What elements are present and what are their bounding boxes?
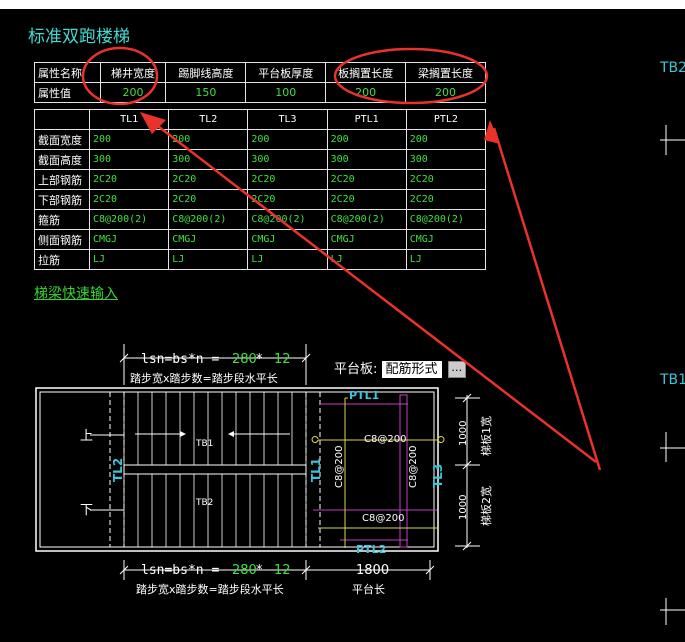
beam-cell[interactable]: LJ	[247, 249, 328, 270]
up-arrow-head	[180, 431, 186, 437]
beam-row-label: 拉筋	[34, 249, 90, 270]
arrow-head-tl1	[140, 112, 166, 134]
platform-length-label: 平台长	[352, 582, 385, 596]
beam-row-label: 截面宽度	[34, 129, 90, 150]
stair-well	[123, 464, 307, 475]
formula-bot-bs[interactable]: 280	[232, 563, 257, 578]
rebar-top-label: C8@200	[364, 434, 406, 445]
platform-label: 平台板:	[334, 362, 378, 377]
rebar-left-label: C8@200	[334, 446, 345, 488]
tl3-magenta	[399, 394, 408, 548]
quick-input-link[interactable]: 梯梁快速输入	[34, 286, 118, 302]
window-top-strip	[0, 0, 685, 9]
arrow-to-ptl2	[492, 127, 602, 471]
formula-top-bs[interactable]: 280	[232, 352, 257, 367]
side-label-tb2: TB2	[660, 60, 685, 76]
tl1-label: TL1	[309, 458, 323, 482]
formula-top-n[interactable]: 12	[274, 352, 291, 367]
formula-top-desc: 踏步宽x踏步数=踏步段水平长	[130, 371, 278, 385]
formula-top-mul: *	[256, 352, 263, 367]
tl3-label: TL3	[431, 464, 445, 488]
formula-bot-desc: 踏步宽x踏步数=踏步段水平长	[136, 582, 284, 596]
up-label: 上	[80, 429, 93, 444]
highlight-bearing-lengths	[333, 47, 489, 105]
bottom-dimension	[119, 560, 435, 580]
formula-bot-mul: *	[256, 563, 263, 578]
red-annotations	[81, 46, 602, 471]
dim-2[interactable]: 1000	[458, 495, 469, 520]
formula-top-prefix: lsn=bs*n =	[141, 352, 219, 367]
stair-outline	[35, 387, 439, 552]
prop-value-kick-height[interactable]: 150	[165, 82, 247, 103]
tb2-label: TB2	[195, 498, 213, 508]
arrow-head-ptl2	[484, 120, 500, 144]
highlight-well-width	[81, 46, 159, 106]
platform-length[interactable]: 1800	[356, 563, 389, 578]
top-dimension	[119, 344, 311, 385]
platform-combo-button[interactable]: …	[447, 361, 466, 378]
prop-header-kick-height: 踢脚线高度	[165, 62, 247, 83]
prop-header-well-width: 梯井宽度	[99, 62, 167, 83]
rebar-bottom-label: C8@200	[362, 513, 404, 524]
tb1-label: TB1	[195, 439, 213, 449]
down-label: 下	[80, 503, 93, 518]
formula-bot-n[interactable]: 12	[274, 563, 291, 578]
prop-value-beam-bearing[interactable]: 200	[405, 82, 486, 103]
prop-value-platform-thickness[interactable]: 100	[245, 82, 327, 103]
return-arrow-head	[228, 431, 234, 437]
tl2-label: TL2	[111, 458, 125, 482]
side-label-tb1: TB1	[660, 372, 685, 388]
formula-bot-prefix: lsn=bs*n =	[141, 563, 219, 578]
platform-combo-row: 平台板: 配筋形式 …	[334, 358, 466, 378]
stair-inner-outline	[39, 391, 435, 548]
beam-cell[interactable]: LJ	[405, 249, 487, 270]
platform-rebar-yellow	[311, 397, 445, 548]
rebar-right-label: C8@200	[408, 446, 419, 488]
ptl1-label: PTL1	[349, 389, 379, 402]
right-cad-marks	[660, 125, 685, 625]
stair-steps	[123, 392, 307, 547]
width2-label: 梯板2宽	[479, 486, 493, 526]
properties-table: 属性名称 梯井宽度 踢脚线高度 平台板厚度 板搁置长度 梁搁置长度 属性值 20…	[34, 62, 486, 103]
prop-value-well-width[interactable]: 200	[99, 82, 167, 103]
width1-label: 梯板1宽	[479, 416, 493, 456]
beam-row-label: 截面高度	[34, 149, 90, 170]
dim-1[interactable]: 1000	[458, 421, 469, 446]
prop-value-slab-bearing[interactable]: 200	[325, 82, 407, 103]
beam-row-label: 侧面钢筋	[34, 229, 90, 250]
arrow-to-tl1	[149, 119, 597, 463]
platform-rebar-combo[interactable]: 配筋形式	[381, 361, 442, 378]
ptl2-label: PTL2	[356, 543, 386, 556]
dialog-title: 标准双跑楼梯	[28, 27, 130, 47]
right-dimension	[455, 393, 480, 551]
